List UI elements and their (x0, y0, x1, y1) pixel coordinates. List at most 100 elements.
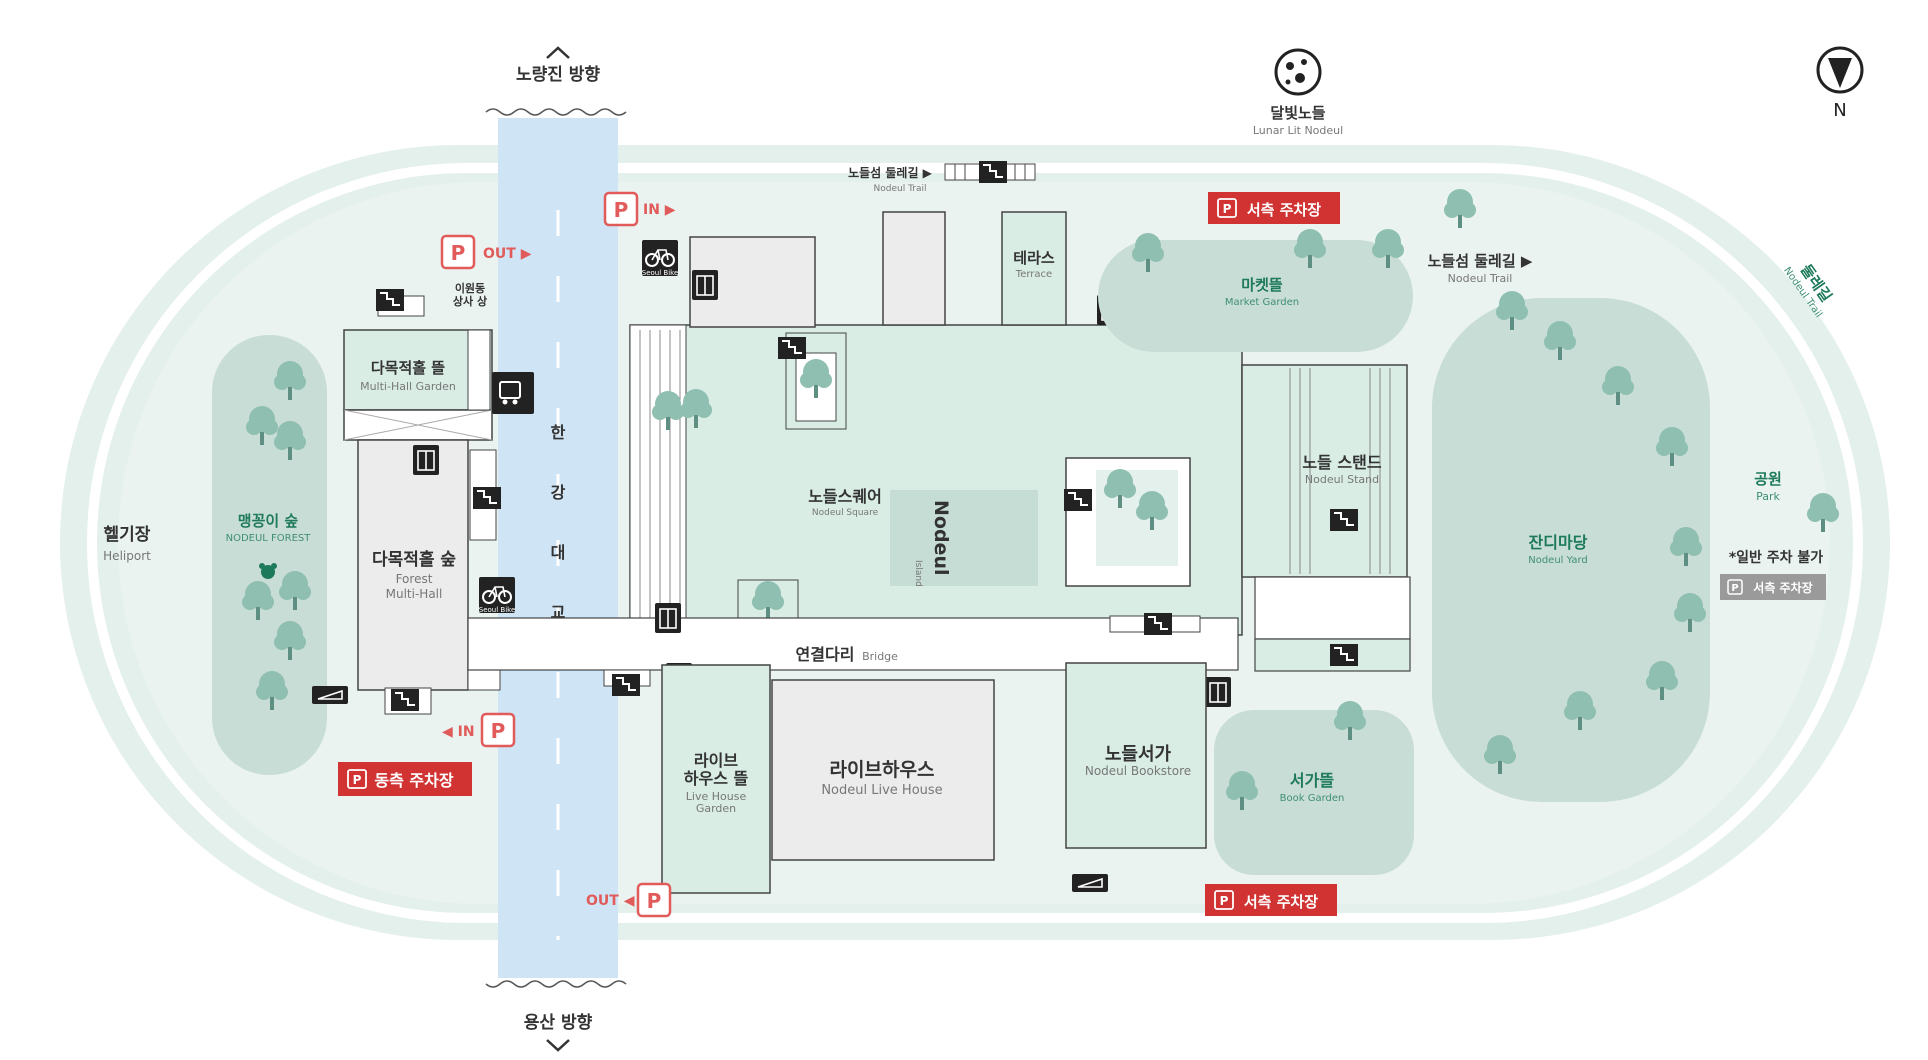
stairs-icon[interactable] (1143, 612, 1173, 636)
parking-west-grey-badge[interactable]: P 서측 주차장 (1720, 574, 1826, 600)
stairs-icon[interactable] (472, 486, 502, 510)
svg-text:동측 주차장: 동측 주차장 (374, 771, 453, 790)
multi-hall-garden-ko: 다목적홀 뜰 (371, 359, 445, 377)
direction-south: 용산 방향 (524, 1012, 593, 1033)
market-garden-en: Market Garden (1225, 297, 1299, 308)
bridge-name-vertical: 한 강 대 교 (551, 423, 566, 622)
bridge-label-ko: 연결다리 (796, 645, 855, 664)
bookstore-en: Nodeul Bookstore (1085, 764, 1191, 778)
nodeul-island-en: Island (913, 560, 923, 587)
moon-label-en: Lunar Lit Nodeul (1253, 124, 1343, 137)
live-house-garden (661, 664, 771, 894)
parking-west-bottom-badge[interactable]: P 서측 주차장 (1205, 884, 1337, 916)
nodeul-stand-en: Nodeul Stand (1305, 473, 1379, 486)
elevator-icon[interactable] (1204, 676, 1232, 708)
svg-text:OUT ◀: OUT ◀ (586, 893, 635, 909)
nodeul-square-ko: 노들스퀘어 (808, 487, 882, 506)
elevator-icon[interactable] (691, 269, 719, 301)
svg-text:P: P (353, 773, 362, 787)
forest-label-en: NODEUL FOREST (226, 533, 312, 544)
svg-text:P: P (491, 719, 506, 743)
parking-west-top-badge[interactable]: P 서측 주차장 (1208, 192, 1340, 224)
forest-multi-hall-en1: Forest (396, 572, 433, 586)
parking-out-top[interactable]: P OUT ▶ (440, 234, 532, 270)
book-garden (1214, 710, 1414, 875)
moon-icon (1274, 48, 1322, 96)
multi-hall-garden-en: Multi-Hall Garden (360, 380, 456, 393)
stairs-icon[interactable] (777, 336, 807, 360)
lawn-yard-en: Nodeul Yard (1528, 555, 1588, 566)
svg-text:◀ IN: ◀ IN (442, 724, 475, 740)
river-wave-top (485, 108, 627, 116)
river-wave-bottom (485, 980, 627, 988)
lawn-yard-ko: 잔디마당 (1529, 533, 1588, 552)
parking-out-bottom[interactable]: OUT ◀ P (586, 882, 672, 918)
bookstore-building (1065, 662, 1207, 849)
live-house-garden-en2: Garden (696, 802, 736, 815)
forest-label-ko: 맹꽁이 숲 (238, 512, 299, 530)
terrace-label-en: Terrace (1015, 269, 1052, 280)
stairs-icon[interactable] (1063, 488, 1093, 512)
svg-text:P: P (451, 241, 466, 265)
multi-hall-forest-building (357, 439, 469, 691)
svg-text:교: 교 (551, 603, 566, 622)
bookstore-ko: 노들서가 (1105, 744, 1172, 765)
svg-text:P: P (1223, 202, 1232, 216)
live-house-garden-ko1: 라이브 (694, 751, 738, 770)
live-house-ko: 라이브하우스 (830, 759, 935, 781)
svg-text:P: P (1220, 894, 1229, 908)
seoul-bike-label-2: Seoul Bike (642, 269, 679, 277)
ramp-icon[interactable] (311, 685, 349, 705)
market-garden (1098, 240, 1413, 352)
forest-multi-hall-en2: Multi-Hall (386, 587, 443, 601)
stairs-icon[interactable] (375, 288, 405, 312)
svg-text:OUT ▶: OUT ▶ (483, 246, 532, 262)
chevron-down-icon (546, 1039, 570, 1052)
stairs-icon[interactable] (1329, 643, 1359, 667)
stairs-icon[interactable] (390, 688, 420, 712)
trail-right-en: Nodeul Trail (1448, 272, 1513, 285)
svg-text:서측 주차장: 서측 주차장 (1753, 580, 1812, 595)
svg-text:상사 상: 상사 상 (453, 294, 487, 308)
multi-hall-garden (343, 329, 493, 411)
parking-in-top[interactable]: P IN ▶ (603, 191, 676, 227)
nodeul-island-ko: Nodeul (930, 500, 952, 575)
heliport-label-en: Heliport (103, 549, 151, 563)
food-truck-icon[interactable] (492, 372, 534, 414)
compass-label: N (1833, 100, 1846, 121)
parking-east-badge[interactable]: P 동측 주차장 (338, 762, 472, 796)
svg-text:P: P (614, 198, 629, 222)
svg-text:서측 주차장: 서측 주차장 (1247, 201, 1321, 219)
elevator-icon[interactable] (412, 444, 440, 476)
svg-text:IN ▶: IN ▶ (643, 202, 676, 218)
live-house-en: Nodeul Live House (821, 783, 942, 798)
svg-text:이원동: 이원동 (455, 281, 485, 295)
moon-label-ko: 달빛노들 (1270, 104, 1325, 122)
compass-icon (1816, 46, 1864, 94)
stairs-icon[interactable] (1329, 508, 1359, 532)
stairs-icon[interactable] (611, 673, 641, 697)
ramp-icon[interactable] (1071, 873, 1109, 893)
forest-multi-hall-ko: 다목적홀 숲 (372, 549, 456, 570)
nodeul-forest-area (212, 335, 327, 775)
svg-text:P: P (1731, 583, 1738, 594)
terrace-label-ko: 테라스 (1013, 249, 1055, 267)
live-house-garden-en1: Live House (686, 790, 747, 803)
nodeul-square-en: Nodeul Square (812, 508, 879, 518)
svg-text:한: 한 (551, 423, 566, 442)
heliport-label-ko: 헬기장 (104, 525, 151, 545)
parking-in-bottom[interactable]: ◀ IN P (442, 712, 516, 748)
trail-top-ko: 노들섬 둘레길 ▶ (848, 165, 933, 180)
building-top-mid (882, 211, 946, 326)
market-garden-ko: 마켓뜰 (1241, 276, 1283, 294)
bridge-label-en: Bridge (862, 650, 898, 663)
book-garden-ko: 서가뜰 (1290, 771, 1334, 790)
park-ko: 공원 (1754, 470, 1782, 488)
direction-north: 노량진 방향 (516, 64, 600, 85)
live-house-building (771, 679, 995, 861)
frog-icon (259, 563, 277, 579)
svg-text:P: P (647, 889, 662, 913)
elevator-icon[interactable] (654, 602, 682, 634)
lift-label: 이원동 상사 상 (453, 281, 487, 308)
